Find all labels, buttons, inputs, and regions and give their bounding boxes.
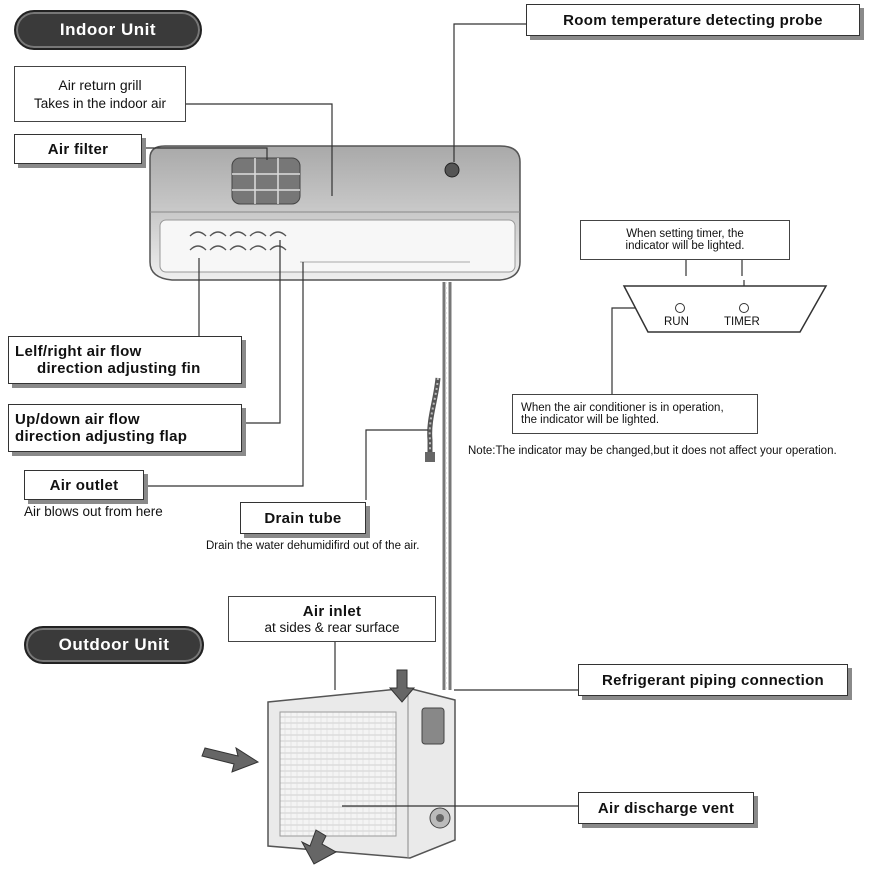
indicator-panel [622,285,828,333]
room-probe-label: Room temperature detecting probe [526,4,860,36]
ud-flap-line1: Up/down air flow [15,411,140,428]
air-return-title: Air return grill [58,77,142,93]
air-return-desc: Takes in the indoor air [33,96,167,111]
drain-tube-desc: Drain the water dehumidifird out of the … [206,540,420,552]
outdoor-unit-drawing [267,687,456,859]
timer-label: TIMER [724,316,760,328]
run-label: RUN [664,316,689,328]
run-note-box: When the air conditioner is in operation… [512,394,758,434]
air-filter-label: Air filter [14,134,142,164]
air-return-box: Air return grill Takes in the indoor air [14,66,186,122]
outdoor-unit-label: Outdoor Unit [24,626,204,664]
indicator-note: Note:The indicator may be changed,but it… [468,445,837,457]
lr-fin-line1: Lelf/right air flow [15,343,142,360]
air-inlet-desc: at sides & rear surface [264,620,400,635]
ud-flap-line2: direction adjusting flap [15,428,188,445]
lr-fin-box: Lelf/right air flow direction adjusting … [8,336,242,384]
discharge-label: Air discharge vent [578,792,754,824]
indoor-unit-label: Indoor Unit [14,10,202,50]
air-inlet-box: Air inlet at sides & rear surface [228,596,436,642]
air-outlet-desc: Air blows out from here [24,504,163,519]
timer-note-line2: indicator will be lighted. [625,240,745,252]
run-note-line1: When the air conditioner is in operation… [521,402,724,414]
run-note-line2: the indicator will be lighted. [521,414,660,426]
air-inlet-title: Air inlet [302,603,362,620]
air-outlet-label: Air outlet [24,470,144,500]
lr-fin-line2: direction adjusting fin [37,360,201,377]
refrigerant-label: Refrigerant piping connection [578,664,848,696]
ud-flap-box: Up/down air flow direction adjusting fla… [8,404,242,452]
indoor-unit-drawing [149,145,521,281]
timer-note-line1: When setting timer, the [626,228,744,240]
airflow-arrows [201,669,416,865]
drain-tube-label: Drain tube [240,502,366,534]
timer-note-box: When setting timer, the indicator will b… [580,220,790,260]
